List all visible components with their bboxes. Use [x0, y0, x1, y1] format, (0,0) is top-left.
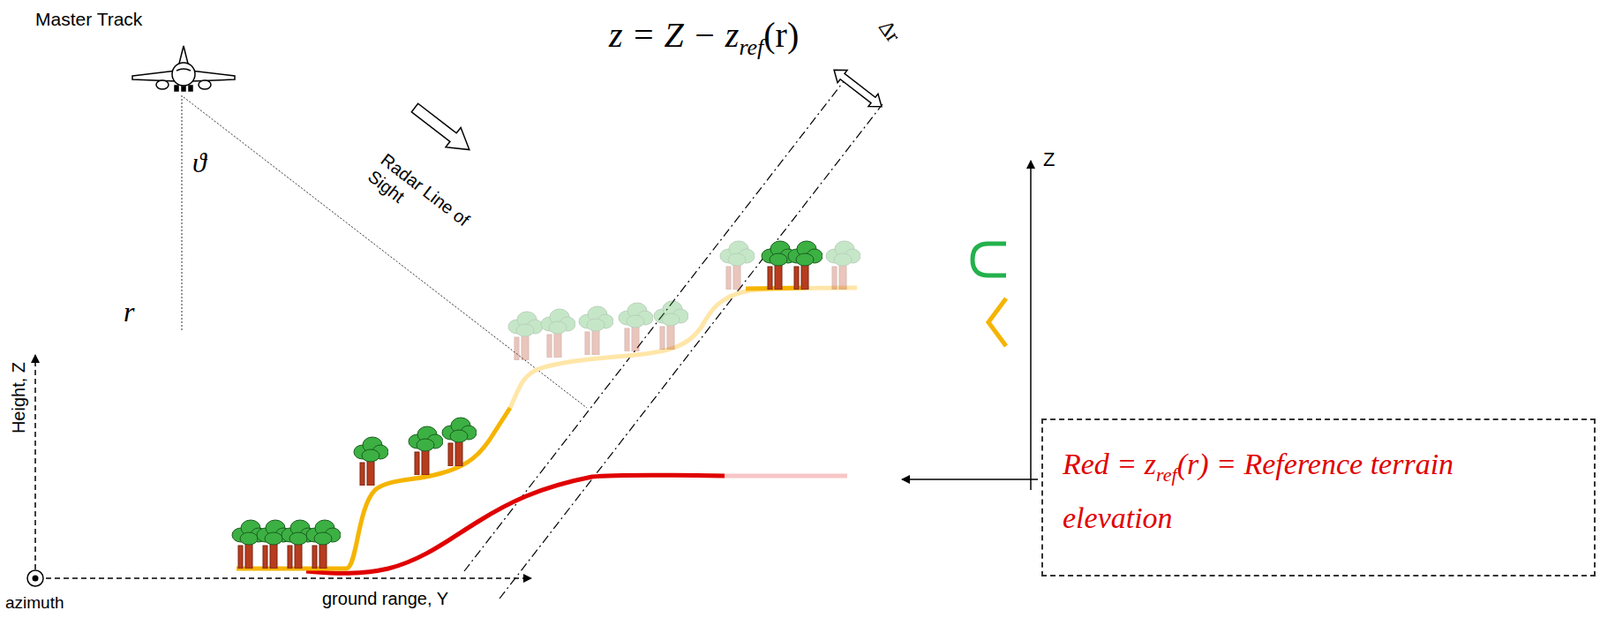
- axis-label: Height, Z: [9, 360, 31, 433]
- delta-r-arrow: [829, 63, 887, 113]
- trees-faded: [508, 240, 861, 361]
- range-resolution: Δr: [873, 15, 906, 47]
- track-label: Master Track: [35, 8, 143, 31]
- note-box: Red = zref(r) = Reference terrain elevat…: [1041, 418, 1596, 577]
- formula: z = Z − zref(r): [608, 14, 799, 61]
- nadir-line: [181, 95, 183, 332]
- reference-terrain: [724, 473, 848, 479]
- canopy-terrain: [236, 407, 511, 569]
- axis-label: Z: [1043, 148, 1055, 172]
- line-of-sight: [183, 97, 587, 408]
- los-label: Radar Line of Sight: [363, 149, 484, 256]
- note-part: Red = z: [1062, 447, 1157, 481]
- trees: [232, 240, 823, 569]
- formula-part: (r): [763, 15, 799, 55]
- airplane: [132, 45, 235, 91]
- note-subscript: ref: [1156, 463, 1178, 486]
- range-bin-line: [499, 104, 883, 599]
- ground-profile: [988, 298, 1007, 346]
- azimuth-symbol: [27, 570, 44, 586]
- los-arrow: [406, 97, 477, 160]
- axis-label: ground range, Y: [322, 588, 449, 609]
- formula-subscript: ref: [738, 34, 764, 61]
- reference-terrain: [306, 474, 725, 573]
- formula-part: z = Z − z: [608, 15, 739, 55]
- canopy-terrain: [510, 287, 857, 408]
- angle-symbol: ϑ: [192, 146, 207, 180]
- canopy-profile: [972, 243, 1007, 276]
- leader-arrow: [901, 478, 1038, 481]
- azimuth-symbol: [32, 575, 39, 582]
- z-axis: [1029, 160, 1032, 490]
- height-axis: [34, 354, 37, 570]
- ground-range-axis: [45, 577, 532, 579]
- range-symbol: r: [123, 295, 135, 329]
- note-text: Red = zref(r) = Reference terrain elevat…: [1062, 437, 1460, 545]
- axis-label: azimuth: [5, 593, 65, 613]
